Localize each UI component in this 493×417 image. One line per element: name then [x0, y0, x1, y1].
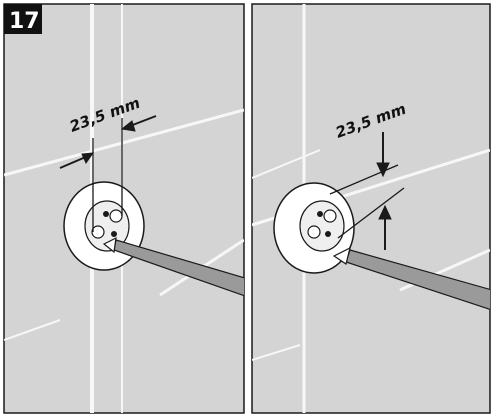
left-panel: 23,5 mm — [3, 3, 245, 414]
right-panel: 23,5 mm — [251, 3, 491, 414]
left-dimension-marker — [59, 115, 157, 232]
left-measuring-rod — [102, 236, 244, 297]
right-valve-flange — [273, 182, 355, 274]
right-dimension-marker — [329, 132, 405, 250]
step-badge: 17 — [4, 4, 42, 34]
step-number: 17 — [9, 9, 40, 34]
right-measuring-rod — [332, 246, 490, 310]
left-valve-flange — [63, 181, 145, 271]
